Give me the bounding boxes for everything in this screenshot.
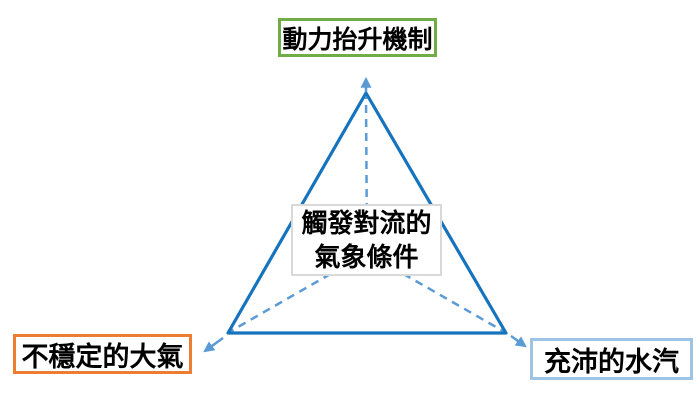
center-label-line2: 氣象條件	[314, 242, 419, 272]
node-unstable-atmosphere: 不穩定的大氣	[13, 334, 192, 374]
node-unstable-atmosphere-label: 不穩定的大氣	[21, 341, 184, 372]
node-lifting-mechanism-label: 動力抬升機制	[282, 25, 433, 54]
node-lifting-mechanism: 動力抬升機制	[278, 18, 437, 57]
arrow-to-bottom-left-node	[203, 336, 224, 353]
node-abundant-moisture: 充沛的水汽	[530, 338, 693, 380]
center-label-box: 觸發對流的 氣象條件	[291, 204, 442, 276]
dashed-line-center-to-bottom-left	[230, 251, 368, 333]
node-abundant-moisture-label: 充沛的水汽	[544, 346, 679, 377]
center-label-line1: 觸發對流的	[301, 208, 432, 238]
dashed-line-center-to-apex	[364, 96, 369, 254]
dashed-line-center-to-bottom-right	[366, 251, 504, 333]
arrow-to-bottom-right-node	[510, 334, 527, 348]
